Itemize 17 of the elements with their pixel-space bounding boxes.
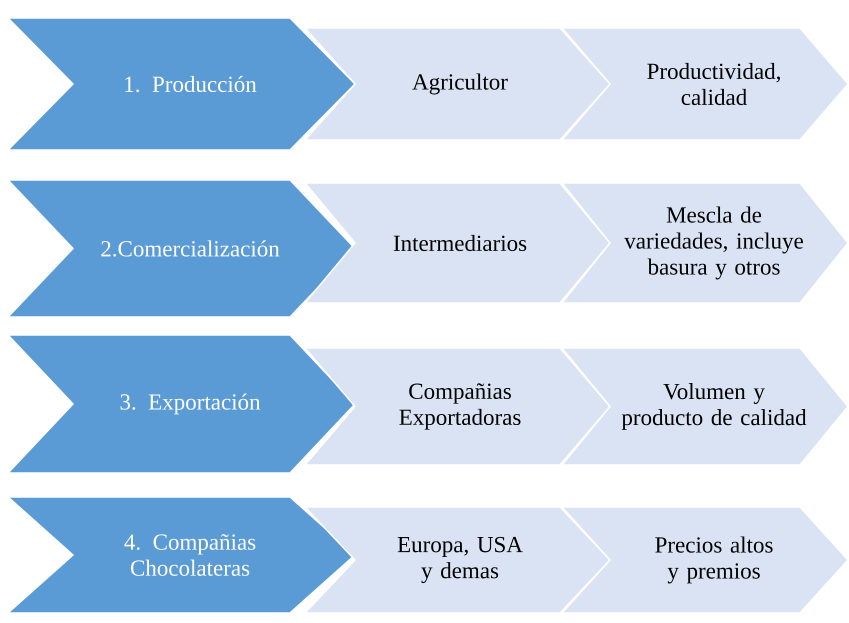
node-label: Europa, USA y demas bbox=[398, 536, 523, 584]
step-box: Volumen y producto de calidad bbox=[560, 347, 849, 466]
stage-box: 3. Exportación bbox=[6, 334, 356, 474]
step-box: Intermediarios bbox=[303, 182, 611, 304]
node-label: Precios altos y premios bbox=[655, 536, 773, 584]
node-label: Productividad, calidad bbox=[647, 62, 780, 106]
step-box: Precios altos y premios bbox=[560, 506, 849, 614]
step-box: Productividad, calidad bbox=[560, 27, 849, 141]
step-box: Mescla de variedades, incluye basura y otros bbox=[560, 182, 849, 304]
step-box: Agricultor bbox=[303, 27, 612, 141]
step-box: Europa, USA y demas bbox=[303, 506, 612, 614]
stage-box: 1. Producción bbox=[6, 17, 356, 151]
step-box: Compañias Exportadoras bbox=[303, 347, 611, 466]
node-label: Mescla de variedades, incluye basura y otros bbox=[624, 206, 803, 280]
stage-box: 4. Compañias Chocolateras bbox=[6, 496, 356, 614]
node-label: Volumen y producto de calidad bbox=[622, 383, 806, 430]
stage-box: 2.Comercialización bbox=[6, 179, 356, 318]
